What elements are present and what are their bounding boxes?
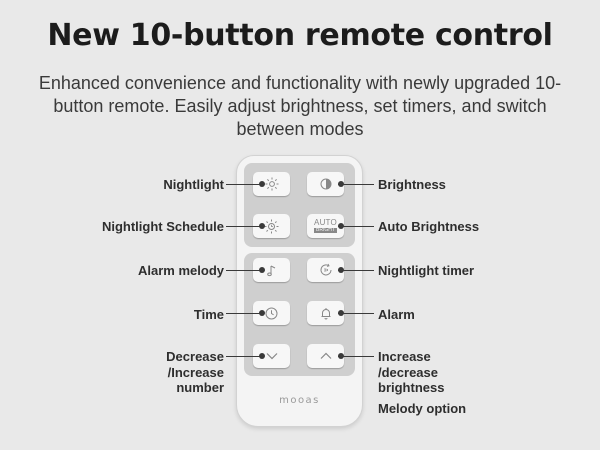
page-subtitle: Enhanced convenience and functionality w…	[38, 73, 562, 139]
label-brightness: Brightness	[378, 177, 446, 192]
chevron-down-icon	[266, 353, 277, 360]
callout-dot-auto-brightness	[338, 223, 344, 229]
label-nightlight: Nightlight	[163, 177, 224, 192]
label-alarm-melody: Alarm melody	[138, 263, 224, 278]
callout-line-alarm	[338, 313, 374, 314]
label-decrease-increase-number: Decrease /Increase number	[166, 349, 224, 395]
clock-icon	[265, 307, 278, 319]
bell-icon	[321, 307, 330, 319]
callout-dot-decrease	[259, 353, 265, 359]
auto-brightness-button[interactable]: AUTO BRIGHT	[307, 214, 344, 238]
callout-line-auto-brightness	[338, 226, 374, 227]
nightlight-timer-button[interactable]	[307, 258, 344, 282]
callout-dot-time	[259, 310, 265, 316]
label-increase-decrease-brightness: Increase /decrease brightness	[378, 349, 445, 395]
remote-brand-logo: mooas	[279, 395, 320, 406]
callout-line-nightlight-timer	[338, 270, 374, 271]
label-nightlight-schedule: Nightlight Schedule	[101, 219, 224, 234]
label-auto-brightness: Auto Brightness	[378, 219, 480, 234]
callout-dot-alarm	[338, 310, 344, 316]
callout-line-brightness	[338, 184, 374, 185]
half-circle-icon	[320, 178, 331, 190]
auto-bright-icon: AUTO BRIGHT	[314, 218, 337, 233]
label-melody-option: Melody option	[378, 401, 467, 416]
callout-line-decrease	[226, 356, 264, 357]
sun-clock-icon	[264, 219, 279, 233]
brightness-button[interactable]	[307, 172, 344, 196]
callout-line-time	[226, 313, 264, 314]
callout-dot-nightlight-timer	[338, 267, 344, 273]
label-time: Time	[193, 307, 224, 322]
music-note-icon	[266, 265, 275, 276]
alarm-button[interactable]	[307, 301, 344, 325]
sun-icon	[265, 177, 278, 191]
callout-dot-brightness	[338, 181, 344, 187]
callout-dot-alarm-melody	[259, 267, 265, 273]
increase-button[interactable]	[307, 344, 344, 368]
callout-dot-nightlight-schedule	[259, 223, 265, 229]
timer-icon	[320, 263, 331, 276]
callout-dot-nightlight	[259, 181, 265, 187]
callout-dot-increase	[338, 353, 344, 359]
page-title: New 10-button remote control	[47, 18, 553, 53]
callout-line-nightlight	[226, 184, 264, 185]
callout-line-increase	[338, 356, 374, 357]
label-alarm: Alarm	[378, 307, 415, 322]
chevron-up-icon	[320, 352, 331, 359]
label-nightlight-timer: Nightlight timer	[378, 263, 475, 278]
callout-line-nightlight-schedule	[226, 226, 264, 227]
callout-line-alarm-melody	[226, 270, 264, 271]
